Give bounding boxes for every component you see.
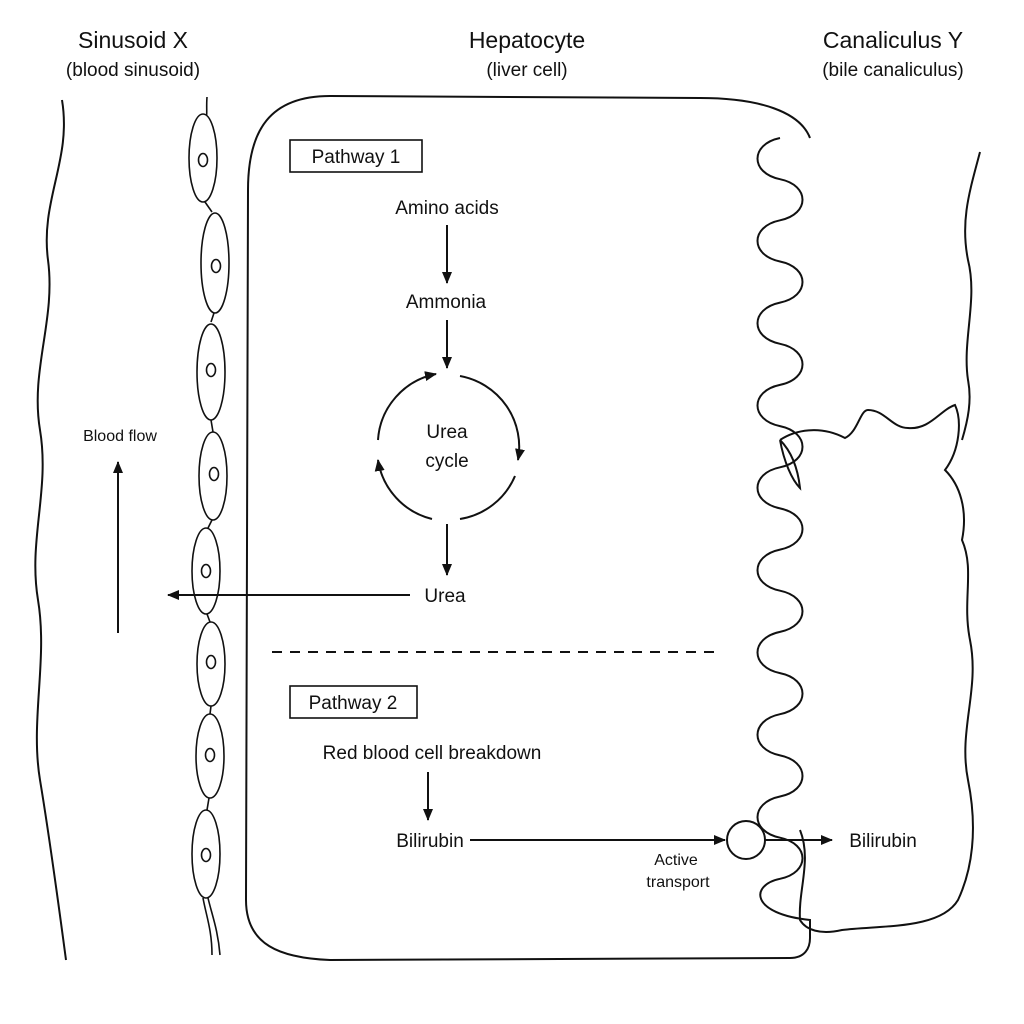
pathway2-title-box <box>289 685 418 719</box>
endothelial-cell-chain <box>188 96 230 956</box>
canaliculus-subtitle: (bile canaliculus) <box>822 60 964 81</box>
hepatocyte-membrane <box>244 94 811 962</box>
sinusoid-title: Sinusoid X <box>78 27 188 53</box>
blood-flow-label: Blood flow <box>83 428 157 445</box>
active-transport-label-line1: Active <box>654 852 698 869</box>
bilirubin-label: Bilirubin <box>396 831 464 852</box>
urea-label: Urea <box>424 586 466 607</box>
canaliculus-outline <box>779 403 974 933</box>
endothelial-nuclei <box>197 152 222 863</box>
amino-acids-label: Amino acids <box>395 198 499 219</box>
urea-cycle-label-line1: Urea <box>426 422 468 443</box>
active-transporter <box>726 820 766 860</box>
canaliculus-title: Canaliculus Y <box>823 27 963 53</box>
rbc-breakdown-label: Red blood cell breakdown <box>323 743 542 764</box>
pathway2-title: Pathway 2 <box>309 693 398 714</box>
active-transport-label-line2: transport <box>646 874 710 891</box>
urea-cycle-ring <box>374 371 525 520</box>
pathway1-title-box <box>289 139 423 173</box>
ammonia-label: Ammonia <box>406 292 487 313</box>
sinusoid-subtitle: (blood sinusoid) <box>66 60 200 81</box>
bile-bilirubin-label: Bilirubin <box>849 831 917 852</box>
pathway1-title: Pathway 1 <box>312 147 401 168</box>
canaliculus-outer-wall <box>961 151 981 441</box>
urea-cycle-label-line2: cycle <box>425 451 468 472</box>
hepatocyte-title: Hepatocyte <box>469 27 585 53</box>
hepatocyte-subtitle: (liver cell) <box>486 60 567 81</box>
sinusoid-outer-wall <box>34 99 67 961</box>
